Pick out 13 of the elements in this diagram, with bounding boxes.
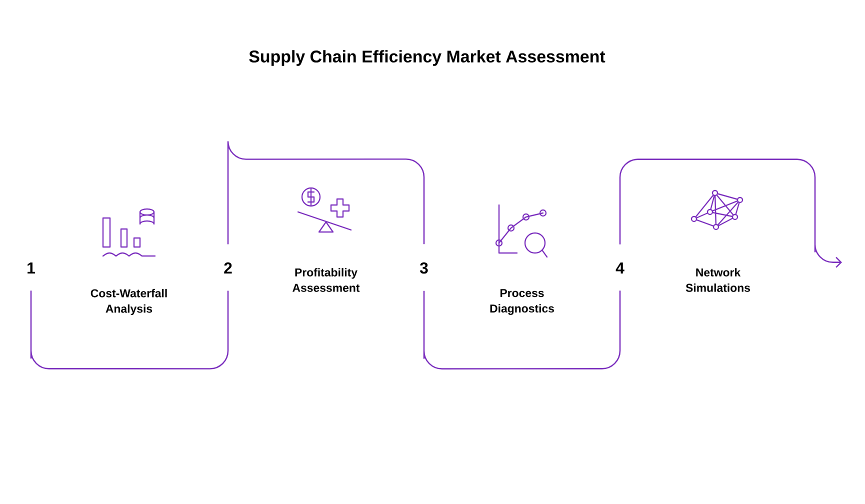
connector-line: [227, 140, 425, 244]
title: Supply Chain Efficiency Market Assessment: [249, 50, 606, 66]
step-title: Network Simulations: [686, 268, 750, 292]
step-number: 2: [224, 262, 232, 274]
step-title: Process Diagnostics: [490, 289, 554, 315]
connector-line: [30, 290, 229, 370]
step-title: Cost-Waterfall Analysis: [90, 288, 167, 316]
step-number: 4: [616, 262, 624, 274]
step-number: 1: [28, 262, 35, 274]
connector-arrow: [619, 158, 842, 268]
step-number: 3: [420, 262, 428, 274]
connector-line: [423, 290, 621, 370]
step-title: Profitability Assessment: [292, 268, 360, 292]
